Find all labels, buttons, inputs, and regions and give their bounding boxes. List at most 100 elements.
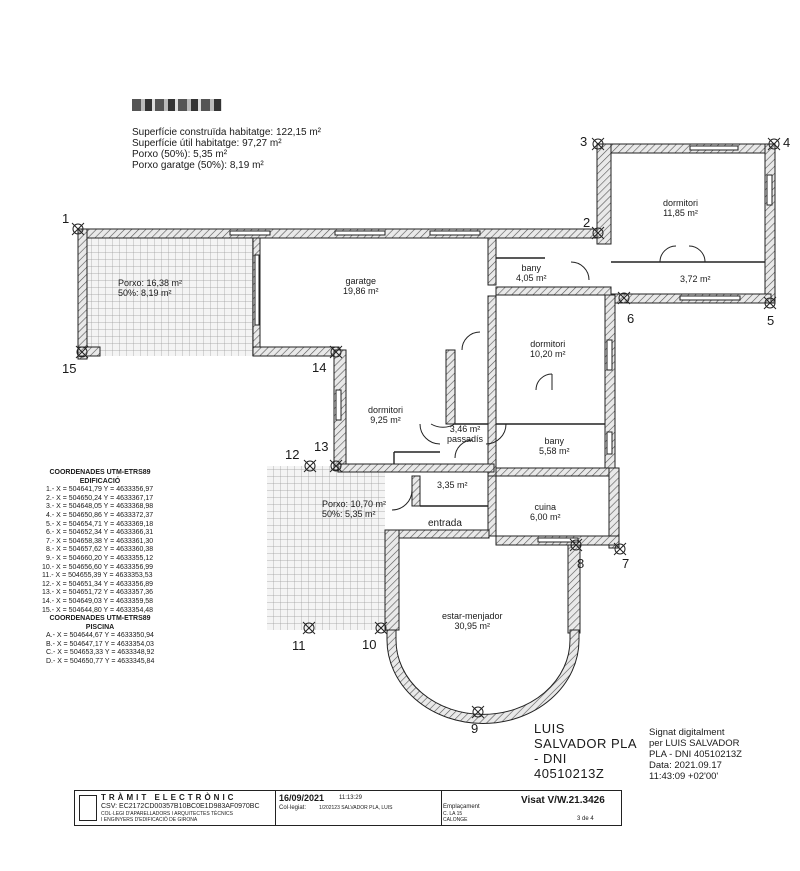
page-number: 3 de 4 — [577, 816, 594, 822]
coord-row: 9.- X = 504660,20 Y = 4633355,12 — [46, 554, 154, 562]
room-entrance: entrada — [428, 519, 462, 529]
point-marker — [763, 296, 777, 310]
room-bedroom-1: dormitori 11,85 m² — [663, 198, 698, 218]
location-label: Emplaçament — [443, 804, 480, 810]
coord-row: 14.- X = 504649,03 Y = 4633359,58 — [42, 597, 154, 605]
signer-line: - DNI — [534, 751, 567, 766]
visa-stamp: TRÀMIT ELECTRÒNIC CSV: EC2172CD00357B10B… — [74, 790, 622, 826]
point-marker — [591, 137, 605, 151]
header-line-porch: Porxo (50%): 5,35 m² — [132, 149, 228, 160]
point-label-6: 6 — [627, 311, 635, 326]
room-name: estar-menjador — [442, 611, 503, 621]
pool-title: COORDENADES UTM-ETRS89 — [49, 615, 151, 623]
coord-row: 11.- X = 504655,39 Y = 4633353,53 — [42, 572, 153, 580]
room-area: 50%: 8,19 m² — [118, 288, 172, 298]
coord-row: 5.- X = 504654,71 Y = 4633369,18 — [46, 520, 154, 528]
signer-line: 40510213Z — [534, 766, 605, 781]
point-marker — [329, 459, 343, 473]
room-name: bany — [521, 263, 542, 273]
porch-entrance-area — [267, 466, 385, 630]
point-marker — [767, 137, 781, 151]
point-label-15: 15 — [62, 361, 77, 376]
room-corridor: 3,46 m² passadís — [447, 424, 483, 444]
room-area: 10,20 m² — [530, 349, 566, 359]
room-area: 19,86 m² — [343, 286, 379, 296]
signature-line: Signat digitalment — [649, 727, 725, 738]
point-label-11: 11 — [292, 638, 306, 653]
room-bedroom-3: dormitori 9,25 m² — [368, 405, 403, 425]
coord-row: 6.- X = 504652,34 Y = 4633366,31 — [46, 529, 154, 537]
header-line-garage-porch: Porxo garatge (50%): 8,19 m² — [132, 160, 264, 171]
point-label-9: 9 — [471, 721, 479, 736]
room-porch-entrance: Porxo: 10,70 m² 50%: 5,35 m² — [322, 499, 386, 519]
redacted-text — [132, 99, 222, 111]
room-kitchen: cuina 6,00 m² — [530, 502, 561, 522]
point-label-10: 10 — [362, 637, 377, 652]
signer-name: LUIS SALVADOR PLA - DNI 40510213Z — [534, 721, 637, 781]
room-area: 3,35 m² — [437, 480, 468, 490]
stamp-right: Visat V/W.21.3426 Emplaçament C. LA 15 C… — [441, 791, 619, 825]
room-bathroom-1: bany 4,05 m² — [516, 263, 547, 283]
point-marker — [471, 705, 485, 719]
porch-garage-area — [83, 238, 253, 356]
point-label-3: 3 — [580, 134, 588, 149]
digital-signature: Signat digitalment per LUIS SALVADOR PLA… — [649, 727, 742, 782]
room-name: dormitori — [663, 198, 699, 208]
point-marker — [303, 459, 317, 473]
coords-title: COORDENADES UTM-ETRS89 — [49, 469, 151, 476]
pool-subtitle: PISCINA — [85, 623, 115, 631]
room-area: 11,85 m² — [663, 208, 698, 218]
point-marker — [613, 542, 627, 556]
room-bedroom-2: dormitori 10,20 m² — [530, 339, 566, 359]
room-area: 6,00 m² — [530, 512, 561, 522]
pool-row: A.- X = 504644,67 Y = 4633350,94 — [46, 632, 154, 640]
location-line-1: C. LA 15 — [443, 811, 463, 817]
room-name: dormitori — [530, 339, 566, 349]
room-name: bany — [544, 436, 565, 446]
point-marker — [75, 345, 89, 359]
college-line-1: COL·LEGI D'APARELLADORS I ARQUITECTES TÈ… — [101, 811, 233, 817]
room-area: 50%: 5,35 m² — [322, 509, 376, 519]
signature-line: Data: 2021.09.17 — [649, 760, 722, 771]
room-area: 5,58 m² — [539, 446, 570, 456]
point-marker — [374, 621, 388, 635]
pool-row: C.- X = 504653,33 Y = 4633348,92 — [46, 649, 155, 657]
coord-row: 1.- X = 504641,79 Y = 4633356,97 — [46, 486, 154, 494]
coord-row: 13.- X = 504651,72 Y = 4633357,36 — [42, 589, 154, 597]
point-label-8: 8 — [577, 556, 585, 571]
coordinates-table: COORDENADES UTM-ETRS89 EDIFICACIÓ 1.- X … — [10, 469, 190, 667]
point-marker — [302, 621, 316, 635]
room-name: passadís — [447, 434, 484, 444]
room-name: Porxo: 16,38 m² — [118, 278, 183, 288]
room-name: dormitori — [368, 405, 404, 415]
pool-row: D.- X = 504650,77 Y = 4633345,84 — [46, 658, 155, 666]
room-area: 30,95 m² — [454, 621, 491, 631]
room-garage: garatge 19,86 m² — [343, 276, 379, 296]
point-label-7: 7 — [622, 556, 630, 571]
room-living-dining: estar-menjador 30,95 m² — [442, 611, 503, 631]
point-marker — [591, 226, 605, 240]
coord-row: 10.- X = 504656,60 Y = 4633356,99 — [42, 563, 154, 571]
living-bay-wall — [386, 629, 580, 724]
stamp-left: TRÀMIT ELECTRÒNIC CSV: EC2172CD00357B10B… — [75, 791, 276, 825]
signature-line: per LUIS SALVADOR — [649, 738, 740, 749]
stamp-middle: 16/09/2021 11:13:29 Col·legiat: 1/202123… — [275, 791, 442, 825]
room-name: cuina — [534, 502, 557, 512]
signature-line: PLA - DNI 40510213Z — [649, 749, 742, 760]
stamp-date: 16/09/2021 — [279, 793, 325, 803]
point-label-14: 14 — [312, 360, 327, 375]
college-line-2: I ENGINYERS D'EDIFICACIÓ DE GIRONA — [101, 817, 198, 823]
point-marker — [617, 291, 631, 305]
point-marker — [329, 345, 343, 359]
room-name: garatge — [345, 276, 377, 286]
point-marker — [71, 222, 85, 236]
col-legiat-name: 1/202123 SALVADOR PLA, LUIS — [319, 805, 393, 811]
pool-row: B.- X = 504647,17 Y = 4633354,03 — [46, 640, 154, 648]
point-label-1: 1 — [62, 211, 70, 226]
col-legiat-label: Col·legiat: — [279, 805, 307, 811]
stamp-logo-icon — [79, 795, 97, 821]
coord-row: 4.- X = 504650,86 Y = 4633372,37 — [46, 511, 154, 519]
point-label-13: 13 — [314, 439, 329, 454]
room-area: 4,05 m² — [516, 273, 547, 283]
coord-row: 15.- X = 504644,80 Y = 4633354,48 — [42, 606, 154, 614]
